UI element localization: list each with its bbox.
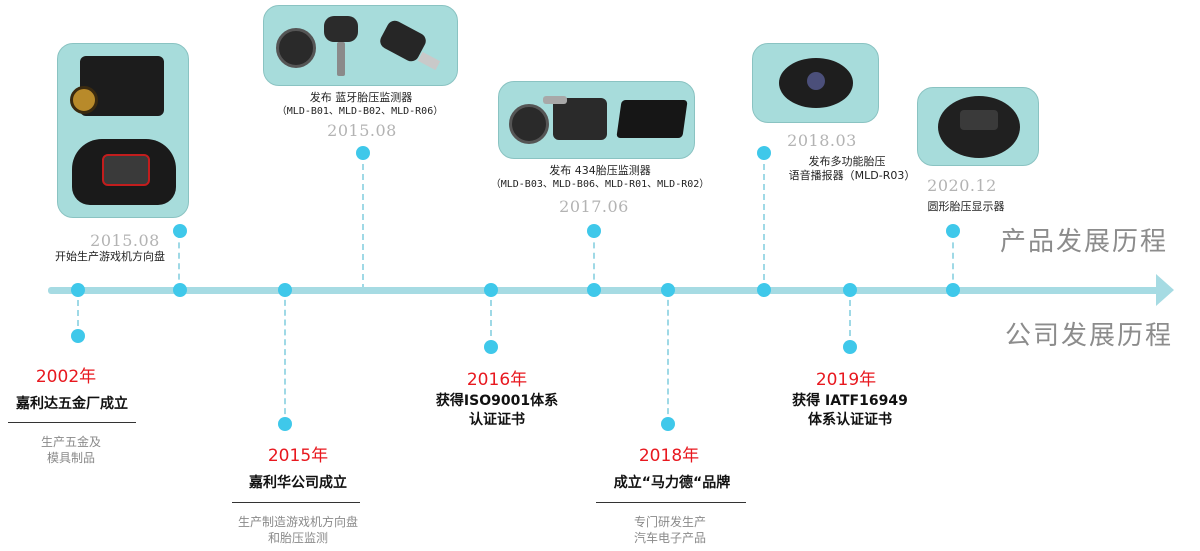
milestone-dot	[661, 417, 675, 431]
connector	[178, 232, 180, 290]
product-date: 2015.08	[327, 121, 397, 140]
milestone-sub: 生产制造游戏机方向盘	[237, 515, 359, 529]
timeline-arrow-icon	[1156, 274, 1174, 306]
milestone-dot	[71, 329, 85, 343]
milestone-dot	[278, 417, 292, 431]
wheel-base-knob-icon	[70, 86, 98, 114]
milestone-title: 成立“马力德“品牌	[613, 475, 731, 491]
milestone-sub: 生产五金及	[40, 435, 102, 449]
product-desc: 发布多功能胎压	[808, 155, 886, 168]
milestone-title: 认证证书	[469, 412, 525, 428]
axis-dot	[661, 283, 675, 297]
product-date: 2018.03	[787, 131, 857, 150]
steering-wheel-buttons-icon	[102, 154, 150, 186]
axis-dot	[757, 283, 771, 297]
connector	[849, 290, 851, 346]
product-dot	[356, 146, 370, 160]
milestone-title: 嘉利达五金厂成立	[16, 396, 128, 412]
milestone-sub: 和胎压监测	[267, 531, 329, 545]
434-display-image	[616, 100, 688, 138]
product-code: （MLD-B03、MLD-B06、MLD-R01、MLD-R02）	[490, 179, 710, 190]
product-desc: 开始生产游戏机方向盘	[55, 250, 165, 263]
axis-dot	[173, 283, 187, 297]
milestone-title: 获得ISO9001体系	[435, 393, 559, 409]
connector	[490, 290, 492, 346]
product-card-bluetooth-tpms	[263, 5, 458, 86]
product-dot	[173, 224, 187, 238]
product-card-round-display	[917, 87, 1039, 166]
milestone-sub: 汽车电子产品	[633, 531, 707, 545]
milestone-dot	[484, 340, 498, 354]
tpms-valve-sensor-image	[324, 16, 358, 42]
milestone-year: 2015年	[267, 446, 329, 466]
milestone-title: 体系认证证书	[808, 412, 892, 428]
valve-stem-icon	[543, 96, 567, 104]
connector	[667, 290, 669, 424]
product-desc: 发布 蓝牙胎压监测器	[309, 91, 413, 104]
connector	[362, 154, 364, 290]
connector	[284, 290, 286, 424]
434-valve-sensor-image	[553, 98, 607, 140]
product-code: （MLD-B01、MLD-B02、MLD-R06）	[276, 106, 444, 117]
milestone-dot	[843, 340, 857, 354]
axis-dot	[278, 283, 292, 297]
axis-dot	[587, 283, 601, 297]
milestone-year: 2016年	[466, 370, 528, 390]
product-card-voice-broadcaster	[752, 43, 879, 123]
milestone-year: 2019年	[815, 370, 877, 390]
product-desc: 圆形胎压显示器	[927, 200, 1005, 213]
milestone-divider	[8, 422, 136, 423]
section-title-product: 产品发展历程	[1000, 227, 1169, 257]
434-cap-sensor-image	[509, 104, 549, 144]
usb-plug-icon	[417, 51, 441, 71]
product-card-steering	[57, 43, 189, 218]
axis-dot	[946, 283, 960, 297]
product-dot	[946, 224, 960, 238]
timeline-axis	[48, 287, 1164, 294]
connector	[952, 232, 954, 290]
valve-stem-icon	[337, 42, 345, 76]
milestone-divider	[596, 502, 746, 503]
milestone-title: 嘉利华公司成立	[249, 475, 347, 491]
product-date: 2017.06	[559, 197, 629, 216]
axis-dot	[71, 283, 85, 297]
connector	[593, 232, 595, 290]
connector	[763, 154, 765, 290]
milestone-year: 2018年	[638, 446, 700, 466]
section-title-company: 公司发展历程	[1005, 321, 1174, 351]
axis-dot	[484, 283, 498, 297]
product-card-434-tpms	[498, 81, 695, 159]
connector	[77, 290, 79, 336]
product-dot	[757, 146, 771, 160]
product-date: 2015.08	[90, 231, 160, 250]
milestone-title: 获得 IATF16949	[792, 393, 908, 409]
milestone-sub: 专门研发生产	[633, 515, 707, 529]
milestone-sub: 模具制品	[46, 451, 96, 465]
product-dot	[587, 224, 601, 238]
axis-dot	[843, 283, 857, 297]
product-desc: 发布 434胎压监测器	[549, 164, 651, 177]
product-desc: 语音播报器（MLD-R03）	[788, 169, 916, 182]
milestone-year: 2002年	[35, 367, 97, 387]
round-display-screen-icon	[960, 110, 998, 130]
product-date: 2020.12	[927, 176, 997, 195]
tpms-cap-sensor-image	[276, 28, 316, 68]
voice-broadcaster-button-icon	[807, 72, 825, 90]
milestone-divider	[232, 502, 360, 503]
